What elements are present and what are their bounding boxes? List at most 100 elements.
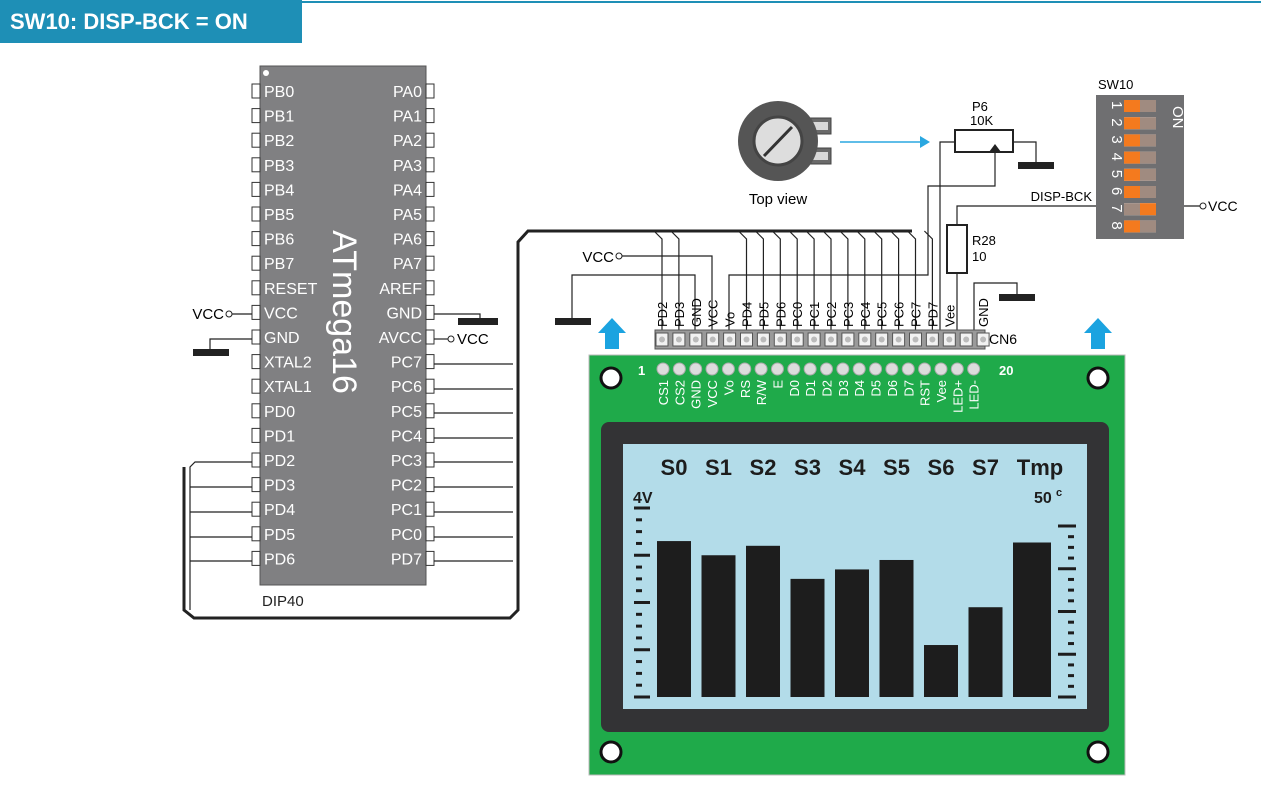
mcu-pin-label: PA1 (393, 109, 422, 126)
lcd-pin-label: CS1 (656, 380, 671, 405)
ground-symbol (458, 318, 498, 325)
arrow-icon (920, 136, 930, 148)
switch-lever[interactable] (1124, 100, 1140, 112)
pot-ref: P6 (972, 99, 988, 114)
mcu-pin-label: PC2 (391, 478, 422, 495)
mcu-pin-label: PA7 (393, 256, 422, 273)
switch-lever[interactable] (1124, 186, 1140, 198)
lcd-pad (885, 362, 899, 376)
bus-drop-wire (923, 230, 934, 330)
mcu-pin-stub (425, 181, 435, 197)
lcd-pad (918, 362, 932, 376)
pot-caption: Top view (749, 191, 808, 208)
switch-lever[interactable] (1124, 168, 1140, 181)
mcu-pin-stub (251, 427, 261, 443)
lcd-pin-label: D3 (836, 380, 851, 397)
lcd-column-label: S0 (661, 455, 688, 480)
ground-symbol (555, 318, 591, 325)
lcd-temp-tick (1058, 524, 1076, 528)
mcu-pin-stub (425, 477, 435, 493)
lcd-bar-s3 (790, 578, 825, 697)
switch-slot-off (1124, 203, 1140, 216)
mount-hole (599, 366, 623, 390)
connector-pin-hole (861, 336, 868, 343)
mcu-pin-label: PA0 (393, 84, 422, 101)
lcd-axis-tick (634, 506, 650, 510)
vcc-terminal (225, 310, 233, 318)
mcu-pin-stub (251, 329, 261, 345)
mcu-pin-label: PA6 (393, 232, 422, 249)
bus-drop-wire (788, 230, 798, 330)
avcc-terminal (447, 335, 455, 343)
lcd-temp-tick (1068, 577, 1074, 581)
lcd-temp-tick (1068, 684, 1074, 688)
connector-pin-hole (844, 336, 851, 343)
mcu-pin-label: PD0 (264, 404, 295, 421)
connector-pin-label: PD5 (756, 302, 771, 327)
lcd-pin-label: D0 (787, 380, 802, 397)
switch-lever[interactable] (1124, 117, 1140, 130)
lcd-column-label: S6 (928, 455, 955, 480)
lcd-bar-s6 (924, 645, 958, 697)
mcu-package: DIP40 (262, 593, 304, 610)
lcd-temp-unit: c (1056, 487, 1062, 499)
lcd-temp-tick (1058, 610, 1076, 613)
switch-number: 8 (1108, 221, 1125, 229)
connector-pin-label: GND (976, 298, 991, 327)
lcd-bar-s5 (879, 559, 914, 697)
mcu-pin-label: PB6 (264, 232, 294, 249)
lcd-axis-tick (636, 636, 642, 640)
mcu-pin-stub (251, 378, 261, 394)
avcc-label: VCC (457, 331, 489, 348)
mcu-pin-label: PC6 (391, 379, 422, 396)
mcu-pin-label: GND (264, 330, 300, 347)
switch-lever[interactable] (1124, 220, 1140, 233)
mcu-pin-label: PA4 (393, 182, 422, 199)
switch-lever[interactable] (1124, 134, 1140, 147)
bus-drop-wire (805, 230, 815, 330)
connector-pin-hole (709, 336, 716, 343)
lcd-pad (754, 362, 768, 376)
resistor-r28: R28 10 (946, 224, 996, 274)
mcu-pin-stub (425, 550, 435, 566)
switch-number: 1 (1108, 101, 1125, 109)
lcd-axis-tick (634, 648, 650, 652)
connector-pin-hole (895, 336, 902, 343)
lcd-axis-tick (634, 695, 650, 699)
connector-pin-label: Vee (942, 305, 957, 327)
lcd-temp-tick (1068, 599, 1074, 603)
connector-pin-hole (929, 336, 936, 343)
switch-lever[interactable] (1124, 151, 1140, 164)
lcd-pin-label: Vo (721, 380, 736, 395)
lcd-pad (705, 362, 719, 376)
connector-pin-hole (811, 336, 818, 343)
mcu-pin-stub (251, 477, 261, 493)
connector-pin-label: PC0 (790, 302, 805, 327)
connector-pin-hole (743, 336, 750, 343)
lcd-bar-tmp (1013, 542, 1051, 697)
lcd-pin-label: R/W (754, 379, 769, 405)
mcu-name: ATmega16 (325, 230, 363, 394)
lcd-pad (820, 362, 833, 376)
bus-drop-wire (670, 230, 680, 330)
potentiometer-top-view: Top view (738, 101, 832, 208)
lcd-pin-label: D1 (803, 380, 818, 397)
mcu-pin-label: PD3 (264, 478, 295, 495)
mcu-pin-stub (425, 501, 435, 517)
switch-lever[interactable] (1140, 203, 1156, 216)
connector-pin-hole (794, 336, 801, 343)
lcd-bar-s0 (657, 541, 691, 697)
switch-ref: SW10 (1098, 77, 1133, 92)
mcu-pin-label: PC7 (391, 355, 422, 372)
lcd-temp-tick (1068, 631, 1074, 635)
mcu-pin-label: XTAL1 (264, 379, 312, 396)
mcu-pin-label: PB5 (264, 207, 294, 224)
lcd-pad (967, 362, 981, 376)
connector-pin-hole (912, 336, 919, 343)
header-rule (302, 1, 1261, 3)
connector-pin-label: PC7 (909, 302, 924, 327)
mount-hole (1086, 740, 1110, 764)
lcd-temp-tick (1068, 545, 1074, 549)
mcu-pin-stub (251, 132, 261, 148)
lcd-column-label: Tmp (1017, 455, 1063, 480)
